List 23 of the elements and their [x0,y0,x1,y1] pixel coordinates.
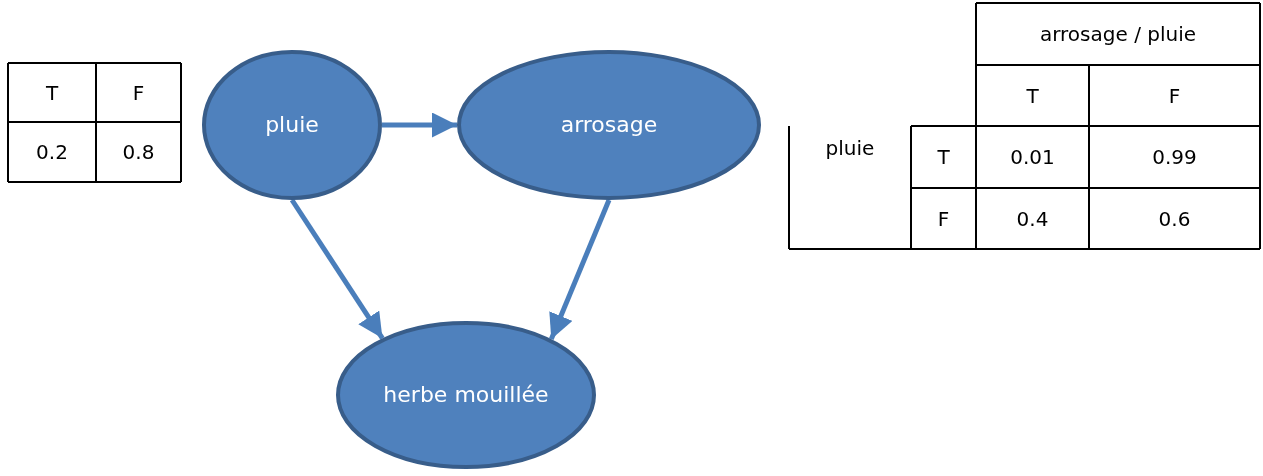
node-label: arrosage [559,111,659,139]
probability-value: 0.4 [1016,206,1049,231]
table-header: T [937,145,950,169]
arrow [549,199,612,341]
probability-value: 0.2 [36,140,68,164]
ellipse-node [457,50,761,200]
table-header: T [1026,83,1039,108]
node-label: pluie [264,111,320,139]
variable-label: pluie [825,136,875,160]
arrow [382,112,457,138]
probability-value: 0.6 [1158,206,1191,231]
table-header: F [1168,83,1181,108]
variable-label: arrosage / pluie [1039,22,1197,46]
ellipse-node [202,50,382,200]
probability-value: 0.01 [1010,145,1055,169]
ellipse-node [336,321,596,469]
table-header: F [937,206,950,231]
node-label: herbe mouillée [382,381,550,409]
probability-value: 0.99 [1152,145,1197,169]
table-header: F [132,80,145,105]
probability-value: 0.8 [122,140,155,164]
arrow [289,198,385,340]
table-header: T [45,80,59,105]
